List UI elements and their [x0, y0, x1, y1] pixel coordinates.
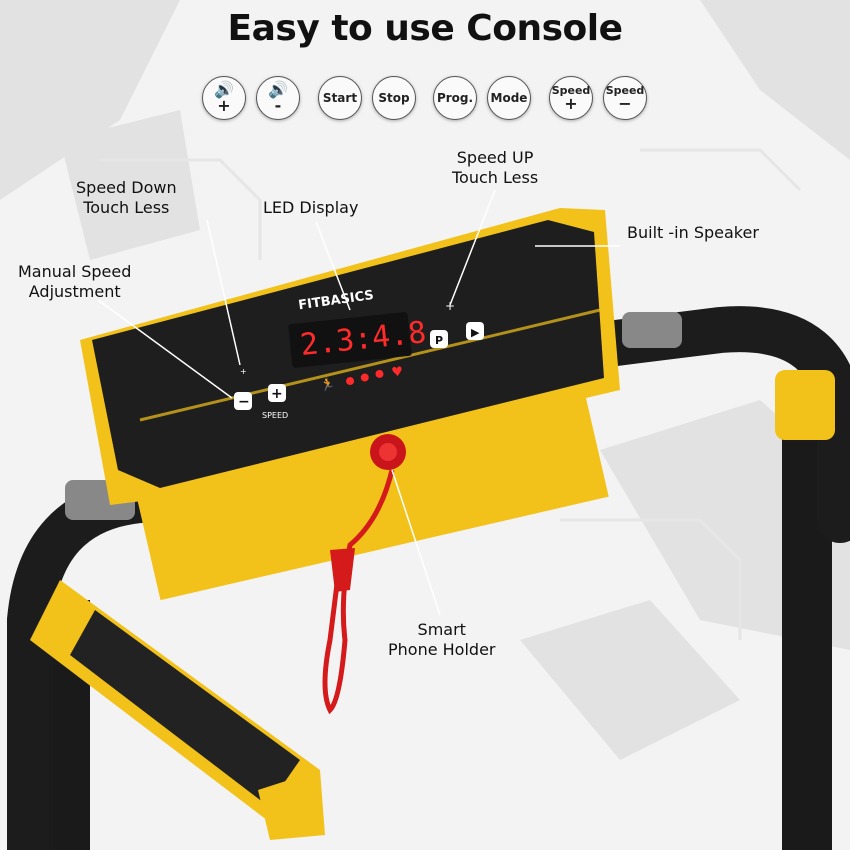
led-display	[288, 312, 412, 368]
speed-up-button[interactable]: Speed +	[549, 76, 593, 120]
right-metal-cap	[622, 312, 682, 348]
panel-plus-marker: +	[240, 367, 247, 376]
speed-down-button[interactable]: Speed −	[603, 76, 647, 120]
right-yellow-joint	[775, 370, 835, 440]
panel-minus-button	[234, 392, 252, 410]
volume-down-button[interactable]: 🔊 -	[256, 76, 300, 120]
flame-icon	[346, 377, 355, 386]
safety-key-cord	[322, 469, 395, 715]
svg-text:+: +	[271, 386, 283, 402]
speaker-icon: 🔊	[214, 80, 234, 99]
left-grip-rubber	[70, 610, 300, 806]
callout-led-display: LED Display	[263, 198, 359, 217]
stop-button[interactable]: Stop	[372, 76, 416, 120]
mode-button[interactable]: Mode	[487, 76, 531, 120]
svg-text:▶: ▶	[471, 326, 480, 339]
callout-speaker: Built -in Speaker	[627, 223, 759, 242]
panel-p-button	[430, 330, 448, 348]
panel-plus-button	[268, 384, 286, 402]
timer-icon	[360, 373, 369, 382]
heart-icon: ♥	[391, 364, 404, 380]
prog-button[interactable]: Prog.	[433, 76, 477, 120]
svg-text:P: P	[435, 334, 443, 347]
svg-text:SPEED: SPEED	[262, 411, 288, 420]
svg-text:−: −	[238, 394, 250, 410]
page-title: Easy to use Console	[227, 8, 624, 49]
panel-start-stop-button	[466, 322, 484, 340]
steps-icon	[375, 369, 384, 378]
console-button-legend: 🔊 + 🔊 - Start Stop Prog. Mode Speed + Sp…	[200, 76, 650, 122]
start-button[interactable]: Start	[318, 76, 362, 120]
speaker-icon: 🔊	[268, 80, 288, 99]
volume-up-button[interactable]: 🔊 +	[202, 76, 246, 120]
speed-up-sensor-marker: +	[445, 299, 455, 313]
runner-icon: 🏃	[320, 377, 336, 392]
